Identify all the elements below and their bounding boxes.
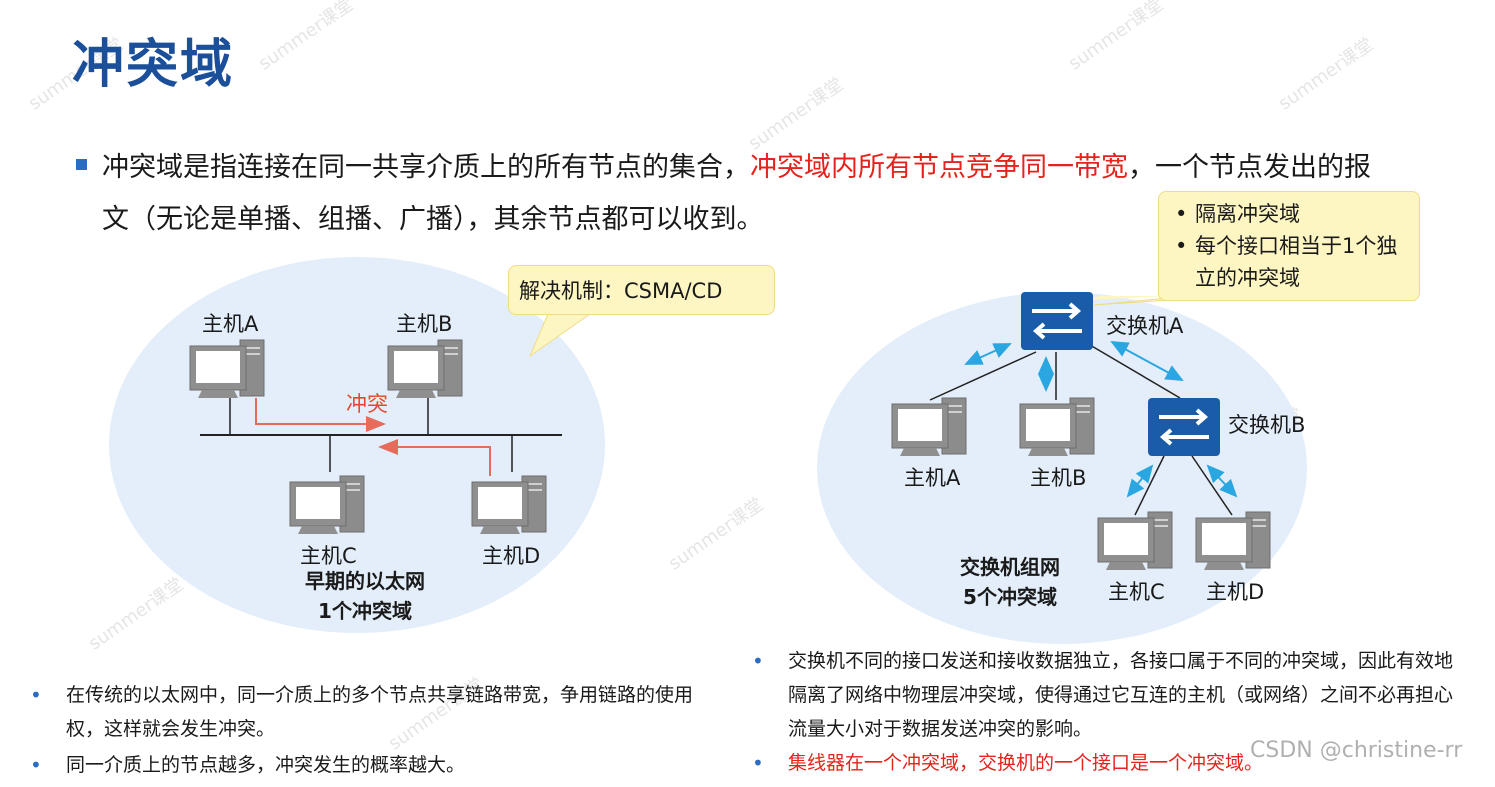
host-label: 主机D xyxy=(482,544,541,568)
collision-label: 冲突 xyxy=(346,392,388,416)
collision-arrow xyxy=(255,398,386,432)
callout-isolation: 隔离冲突域 每个接口相当于1个独立的冲突域 xyxy=(1158,191,1420,301)
host-label: 主机B xyxy=(396,312,453,336)
host-computer-icon xyxy=(471,475,547,535)
page-title: 冲突域 xyxy=(72,35,235,95)
switched-network-ellipse xyxy=(817,292,1307,644)
bidirectional-arrow xyxy=(1206,464,1238,498)
host-computer-icon xyxy=(1019,397,1095,457)
callout-item: 隔离冲突域 xyxy=(1169,198,1409,230)
notes-right: 交换机不同的接口发送和接收数据独立，各接口属于不同的冲突域，因此有效地隔离了网络… xyxy=(752,644,1462,780)
note-item: 交换机不同的接口发送和接收数据独立，各接口属于不同的冲突域，因此有效地隔离了网络… xyxy=(752,644,1462,746)
host-computer-icon xyxy=(1097,511,1173,571)
host-computer-icon xyxy=(387,339,463,399)
note-item: 在传统的以太网中，同一介质上的多个节点共享链路带宽，争用链路的使用权，这样就会发… xyxy=(30,678,730,746)
host-computer-icon xyxy=(1195,511,1271,571)
caption-line: 早期的以太网 xyxy=(305,569,425,593)
host-label: 主机B xyxy=(1030,466,1087,490)
caption-line: 1个冲突域 xyxy=(318,599,412,623)
bidirectional-arrow xyxy=(964,343,1012,365)
host-computer-icon xyxy=(189,339,265,399)
host-label: 主机C xyxy=(300,544,357,568)
caption-line: 5个冲突域 xyxy=(963,585,1057,609)
intro-paragraph: 冲突域是指连接在同一共享介质上的所有节点的集合，冲突域内所有节点竞争同一带宽，一… xyxy=(102,142,1392,246)
intro-text: 冲突域是指连接在同一共享介质上的所有节点的集合， xyxy=(102,152,750,183)
collision-arrow xyxy=(378,439,491,476)
callout-csma: 解决机制：CSMA/CD xyxy=(508,265,775,315)
switch-label: 交换机A xyxy=(1106,314,1184,338)
host-computer-icon xyxy=(289,475,365,535)
intro-text: ，一个节点发出的报文（无论是单播、组播、广播），其余节点都可以收到。 xyxy=(102,152,1371,235)
callout-item: 每个接口相当于1个独立的冲突域 xyxy=(1169,230,1409,294)
diagram-caption: 早期的以太网 1个冲突域 xyxy=(280,566,450,626)
host-label: 主机D xyxy=(1206,580,1265,604)
callout-tail xyxy=(1090,296,1200,300)
diagram-caption: 交换机组网 5个冲突域 xyxy=(935,552,1085,612)
note-item: 同一介质上的节点越多，冲突发生的概率越大。 xyxy=(30,748,730,782)
bidirectional-arrow xyxy=(1126,464,1154,498)
csdn-watermark: CSDN @christine-rr xyxy=(1250,738,1463,763)
switch-icon xyxy=(1021,292,1093,350)
notes-left: 在传统的以太网中，同一介质上的多个节点共享链路带宽，争用链路的使用权，这样就会发… xyxy=(30,678,730,782)
intro-highlight: 冲突域内所有节点竞争同一带宽 xyxy=(750,152,1128,183)
switch-icon xyxy=(1148,398,1220,456)
host-computer-icon xyxy=(891,397,967,457)
host-label: 主机C xyxy=(1108,580,1165,604)
host-label: 主机A xyxy=(904,466,961,490)
note-item-highlight: 集线器在一个冲突域，交换机的一个接口是一个冲突域。 xyxy=(752,746,1462,780)
host-label: 主机A xyxy=(202,312,259,336)
bullet-marker xyxy=(76,159,87,170)
caption-line: 交换机组网 xyxy=(960,555,1060,579)
bidirectional-arrow xyxy=(1110,341,1184,381)
switch-label: 交换机B xyxy=(1228,413,1306,437)
